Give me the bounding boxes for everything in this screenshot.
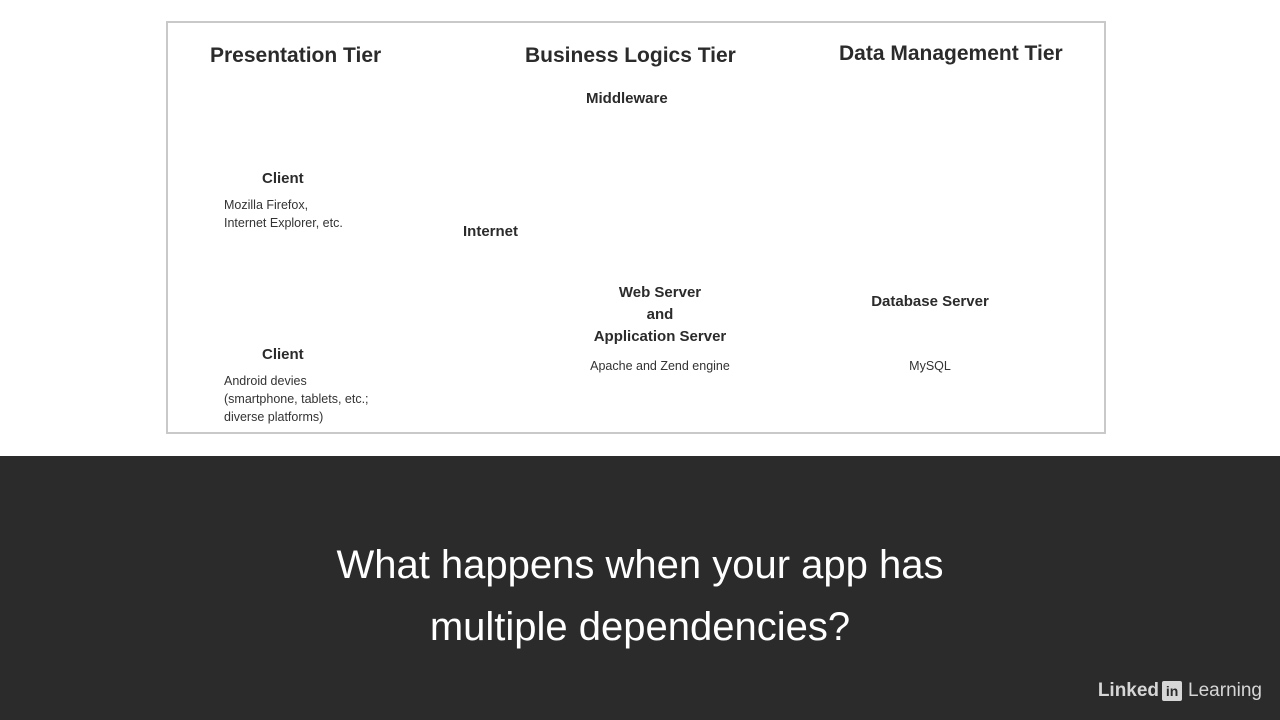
- middleware-label: Middleware: [586, 90, 668, 107]
- database-desc: MySQL: [909, 359, 951, 373]
- client-desktop-label: Client: [262, 170, 304, 187]
- brand-in-icon: in: [1162, 681, 1183, 701]
- client-mobile-label: Client: [262, 346, 304, 363]
- client-mobile-desc-2: (smartphone, tablets, etc.;: [224, 392, 369, 406]
- client-desktop-desc-1: Mozilla Firefox,: [224, 198, 309, 212]
- internet-label: Internet: [463, 223, 519, 240]
- webserver-label-2: and: [646, 306, 674, 323]
- webserver-label-3: Application Server: [593, 328, 727, 345]
- database-label: Database Server: [871, 293, 989, 310]
- client-mobile-desc-3: diverse platforms): [224, 410, 324, 424]
- slide-top-area: Presentation Tier Business Logics Tier D…: [166, 21, 1106, 434]
- data-tier-title: Data Management Tier: [839, 42, 1063, 65]
- webserver-label-1: Web Server: [618, 284, 702, 301]
- webserver-desc: Apache and Zend engine: [590, 359, 730, 373]
- caption-line-1: What happens when your app has: [336, 543, 944, 587]
- linkedin-learning-logo: Linked in Learning: [1098, 680, 1262, 702]
- client-mobile-desc-1: Android devies: [224, 374, 307, 388]
- client-desktop-desc-2: Internet Explorer, etc.: [224, 216, 343, 230]
- business-tier-title: Business Logics Tier: [525, 44, 736, 67]
- slide-caption: What happens when your app has multiple …: [0, 534, 1280, 658]
- brand-linked-text: Linked: [1097, 680, 1160, 701]
- diagram-frame: [166, 21, 1106, 434]
- caption-line-2: multiple dependencies?: [429, 605, 851, 649]
- caption-panel: What happens when your app has multiple …: [0, 456, 1280, 720]
- presentation-tier-title: Presentation Tier: [210, 44, 382, 67]
- brand-learning-text: Learning: [1188, 680, 1262, 701]
